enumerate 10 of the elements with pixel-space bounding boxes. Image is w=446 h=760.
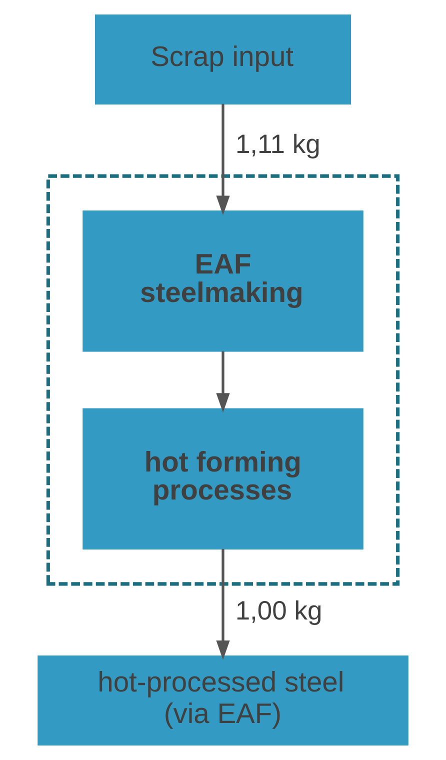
edge-label: 1,00 kg [235,595,322,626]
arrow [216,104,230,216]
edge-label: 1,11 kg [235,129,320,160]
node-box: EAF steelmaking [82,210,364,352]
arrow [216,351,230,413]
arrow [216,549,230,660]
node-box: Scrap input [94,14,352,105]
node-box: hot-processed steel (via EAF) [38,655,408,746]
cluster [46,174,400,586]
node-box: hot forming processes [82,408,364,550]
